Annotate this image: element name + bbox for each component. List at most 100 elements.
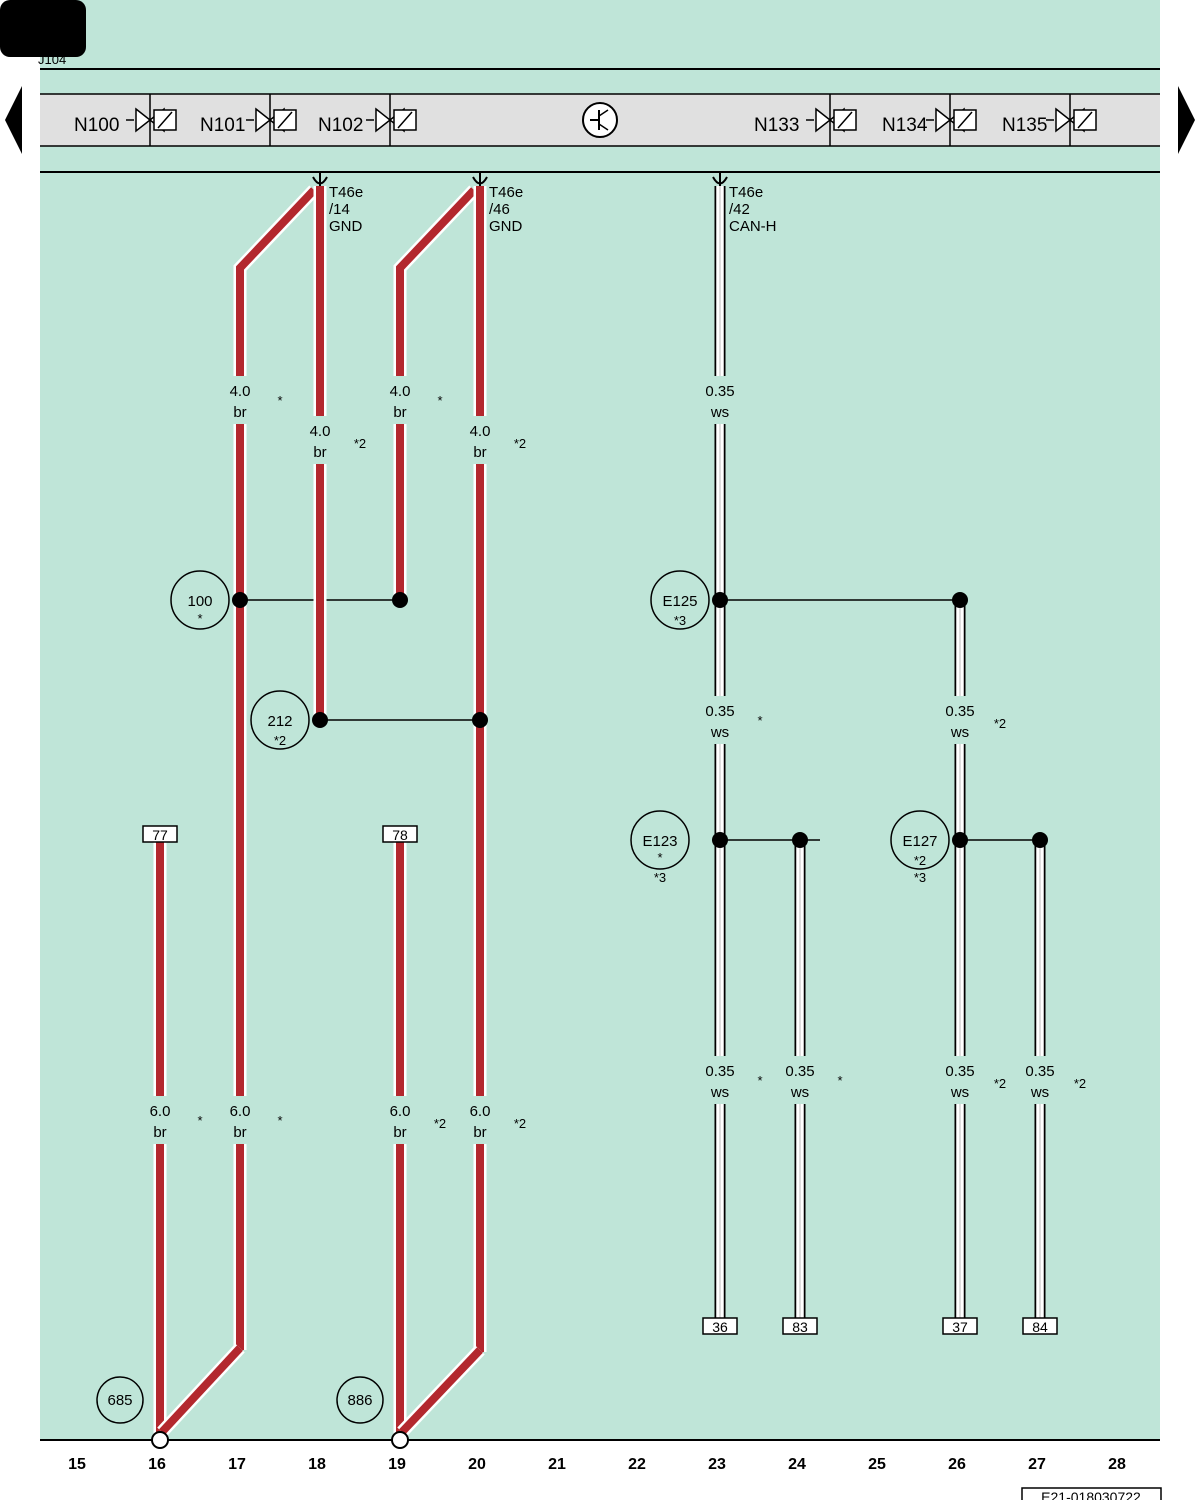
svg-text:84: 84 bbox=[1032, 1319, 1048, 1335]
svg-text:*: * bbox=[657, 850, 662, 865]
wire-label-note: * bbox=[757, 1073, 762, 1088]
splice-e123: E123 * *3 bbox=[630, 810, 690, 885]
connector-pin: /42 bbox=[729, 201, 750, 218]
svg-text:*3: *3 bbox=[914, 870, 926, 885]
transistor-icon bbox=[582, 102, 618, 138]
connector-signal: GND bbox=[489, 218, 523, 235]
wire-label-size: 0.35 bbox=[705, 383, 734, 400]
svg-text:36: 36 bbox=[712, 1319, 728, 1335]
wire-label-note: *2 bbox=[1074, 1076, 1086, 1091]
reference-box-77[interactable]: 77 bbox=[142, 825, 178, 843]
ground-terminal-icon bbox=[151, 1431, 169, 1449]
wire-label-color: ws bbox=[790, 1084, 809, 1101]
wire-brown-col17 bbox=[233, 185, 319, 1350]
wire-label-size: 6.0 bbox=[470, 1103, 491, 1120]
wire-label-note: *2 bbox=[514, 436, 526, 451]
junction-dot bbox=[1032, 832, 1048, 848]
column-number: 15 bbox=[68, 1456, 86, 1473]
wire-label-note: * bbox=[757, 713, 762, 728]
connector-label: T46e bbox=[729, 184, 763, 201]
wire-label-note: * bbox=[437, 393, 442, 408]
wire-label-size: 6.0 bbox=[390, 1103, 411, 1120]
reference-box-78[interactable]: 78 bbox=[382, 825, 418, 843]
wire-label-color: br bbox=[233, 1124, 246, 1141]
column-number: 23 bbox=[708, 1456, 726, 1473]
junction-dot bbox=[712, 592, 728, 608]
wire-label-color: ws bbox=[710, 724, 729, 741]
column-number: 22 bbox=[628, 1456, 646, 1473]
junction-dot bbox=[472, 712, 488, 728]
header-black-tab bbox=[0, 0, 86, 57]
wire-label-note: *2 bbox=[994, 716, 1006, 731]
wire-label-size: 0.35 bbox=[1025, 1063, 1054, 1080]
reference-box-84[interactable]: 84 bbox=[1022, 1317, 1058, 1335]
svg-text:77: 77 bbox=[152, 827, 168, 843]
column-number: 25 bbox=[868, 1456, 886, 1473]
wire-label-size: 4.0 bbox=[230, 383, 251, 400]
wire-label-color: br bbox=[233, 404, 246, 421]
junction-dot bbox=[712, 832, 728, 848]
wire-label-color: br bbox=[473, 1124, 486, 1141]
nav-arrow-left-icon[interactable] bbox=[5, 86, 22, 154]
wire-label-note: * bbox=[277, 393, 282, 408]
wire-brown-diagonal-886 bbox=[397, 1345, 485, 1437]
reference-box-37[interactable]: 37 bbox=[942, 1317, 978, 1335]
svg-text:*3: *3 bbox=[674, 613, 686, 628]
component-label-n135: N135 bbox=[1002, 115, 1047, 136]
column-number: 18 bbox=[308, 1456, 326, 1473]
junction-dot bbox=[312, 712, 328, 728]
ground-terminal-icon bbox=[312, 172, 328, 186]
column-number: 24 bbox=[788, 1456, 806, 1473]
wire-label-size: 0.35 bbox=[705, 1063, 734, 1080]
wire-label-size: 4.0 bbox=[470, 423, 491, 440]
wire-label-size: 0.35 bbox=[785, 1063, 814, 1080]
svg-text:E127: E127 bbox=[902, 833, 937, 850]
diagram-background bbox=[40, 0, 1160, 1440]
connector-signal: GND bbox=[329, 218, 363, 235]
component-label-n100: N100 bbox=[74, 115, 119, 136]
connector-pin: /14 bbox=[329, 201, 350, 218]
svg-text:212: 212 bbox=[267, 713, 292, 730]
wire-label-size: 4.0 bbox=[390, 383, 411, 400]
column-number: 27 bbox=[1028, 1456, 1046, 1473]
svg-text:*2: *2 bbox=[914, 853, 926, 868]
component-label-n102: N102 bbox=[318, 115, 363, 136]
component-label-n101: N101 bbox=[200, 115, 245, 136]
wire-label-note: * bbox=[197, 1113, 202, 1128]
wire-label-note: * bbox=[277, 1113, 282, 1128]
junction-dot bbox=[792, 832, 808, 848]
junction-dot bbox=[392, 592, 408, 608]
ground-terminal-icon bbox=[472, 172, 488, 186]
ground-terminal-icon bbox=[391, 1431, 409, 1449]
wire-label-color: ws bbox=[710, 1084, 729, 1101]
document-id-box: E21-018030722 bbox=[1021, 1487, 1162, 1500]
wire-label-color: br bbox=[313, 444, 326, 461]
wire-label-color: ws bbox=[950, 1084, 969, 1101]
module-label: J104 bbox=[38, 52, 66, 67]
wire-label-size: 0.35 bbox=[945, 703, 974, 720]
wire-label-color: br bbox=[473, 444, 486, 461]
ground-point-886: 886 bbox=[336, 1376, 384, 1424]
wire-label-color: ws bbox=[710, 404, 729, 421]
wire-label-size: 6.0 bbox=[150, 1103, 171, 1120]
wire-label-color: br bbox=[393, 1124, 406, 1141]
column-number: 16 bbox=[148, 1456, 166, 1473]
column-number: 26 bbox=[948, 1456, 966, 1473]
column-number: 28 bbox=[1108, 1456, 1126, 1473]
nav-arrow-right-icon[interactable] bbox=[1178, 86, 1195, 154]
junction-dot bbox=[952, 832, 968, 848]
splice-212: 212 *2 bbox=[250, 690, 310, 750]
splice-100: 100 * bbox=[170, 570, 230, 630]
reference-box-83[interactable]: 83 bbox=[782, 1317, 818, 1335]
wire-label-size: 4.0 bbox=[310, 423, 331, 440]
wire-label-note: *2 bbox=[514, 1116, 526, 1131]
junction-dot bbox=[232, 592, 248, 608]
wire-label-note: *2 bbox=[434, 1116, 446, 1131]
connector-label: T46e bbox=[329, 184, 363, 201]
reference-box-36[interactable]: 36 bbox=[702, 1317, 738, 1335]
wire-brown-col19-upper bbox=[393, 185, 479, 600]
ground-terminal-icon bbox=[712, 172, 728, 186]
connector-pin: /46 bbox=[489, 201, 510, 218]
wire-label-size: 6.0 bbox=[230, 1103, 251, 1120]
